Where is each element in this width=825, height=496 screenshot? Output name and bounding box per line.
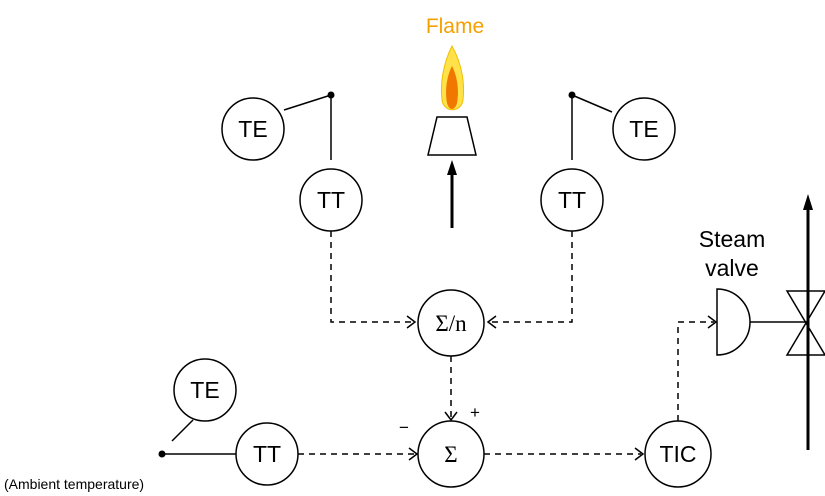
summer-minus-sign: − bbox=[399, 418, 409, 437]
te-ambient-bubble bbox=[173, 358, 237, 422]
ambient-temperature-label: (Ambient temperature) bbox=[4, 476, 144, 492]
average-function-symbol: Σ/n bbox=[435, 311, 467, 336]
te-ambient-tag: TE bbox=[190, 377, 219, 403]
tt-ambient-tag: TT bbox=[253, 441, 281, 467]
summer-function-symbol: Σ bbox=[444, 442, 457, 467]
summer-plus-sign: + bbox=[470, 403, 480, 422]
valve-actuator bbox=[716, 288, 751, 356]
valve-body bbox=[785, 290, 825, 356]
tt-right-tag: TT bbox=[558, 187, 586, 213]
te-left-tag: TE bbox=[238, 116, 267, 142]
right-sensor-connection bbox=[568, 91, 613, 160]
signal-tt-left-to-average bbox=[330, 231, 413, 323]
flame-label: Flame bbox=[426, 15, 484, 38]
left-sensor-connection bbox=[283, 91, 335, 160]
fuel-flow-arrow bbox=[447, 160, 457, 228]
flame-icon bbox=[440, 44, 465, 111]
steam-valve-label-line2: valve bbox=[705, 255, 759, 281]
te-right-bubble bbox=[612, 97, 676, 161]
steam-flow-arrow bbox=[803, 194, 813, 450]
signal-tic-to-valve bbox=[677, 321, 714, 421]
tic-tag: TIC bbox=[659, 441, 696, 467]
tt-left-tag: TT bbox=[317, 187, 345, 213]
te-right-tag: TE bbox=[629, 116, 658, 142]
burner-nozzle bbox=[427, 116, 477, 156]
steam-valve-label-line1: Steam bbox=[699, 226, 765, 252]
signal-tt-right-to-average bbox=[490, 231, 573, 323]
te-left-bubble bbox=[221, 97, 285, 161]
